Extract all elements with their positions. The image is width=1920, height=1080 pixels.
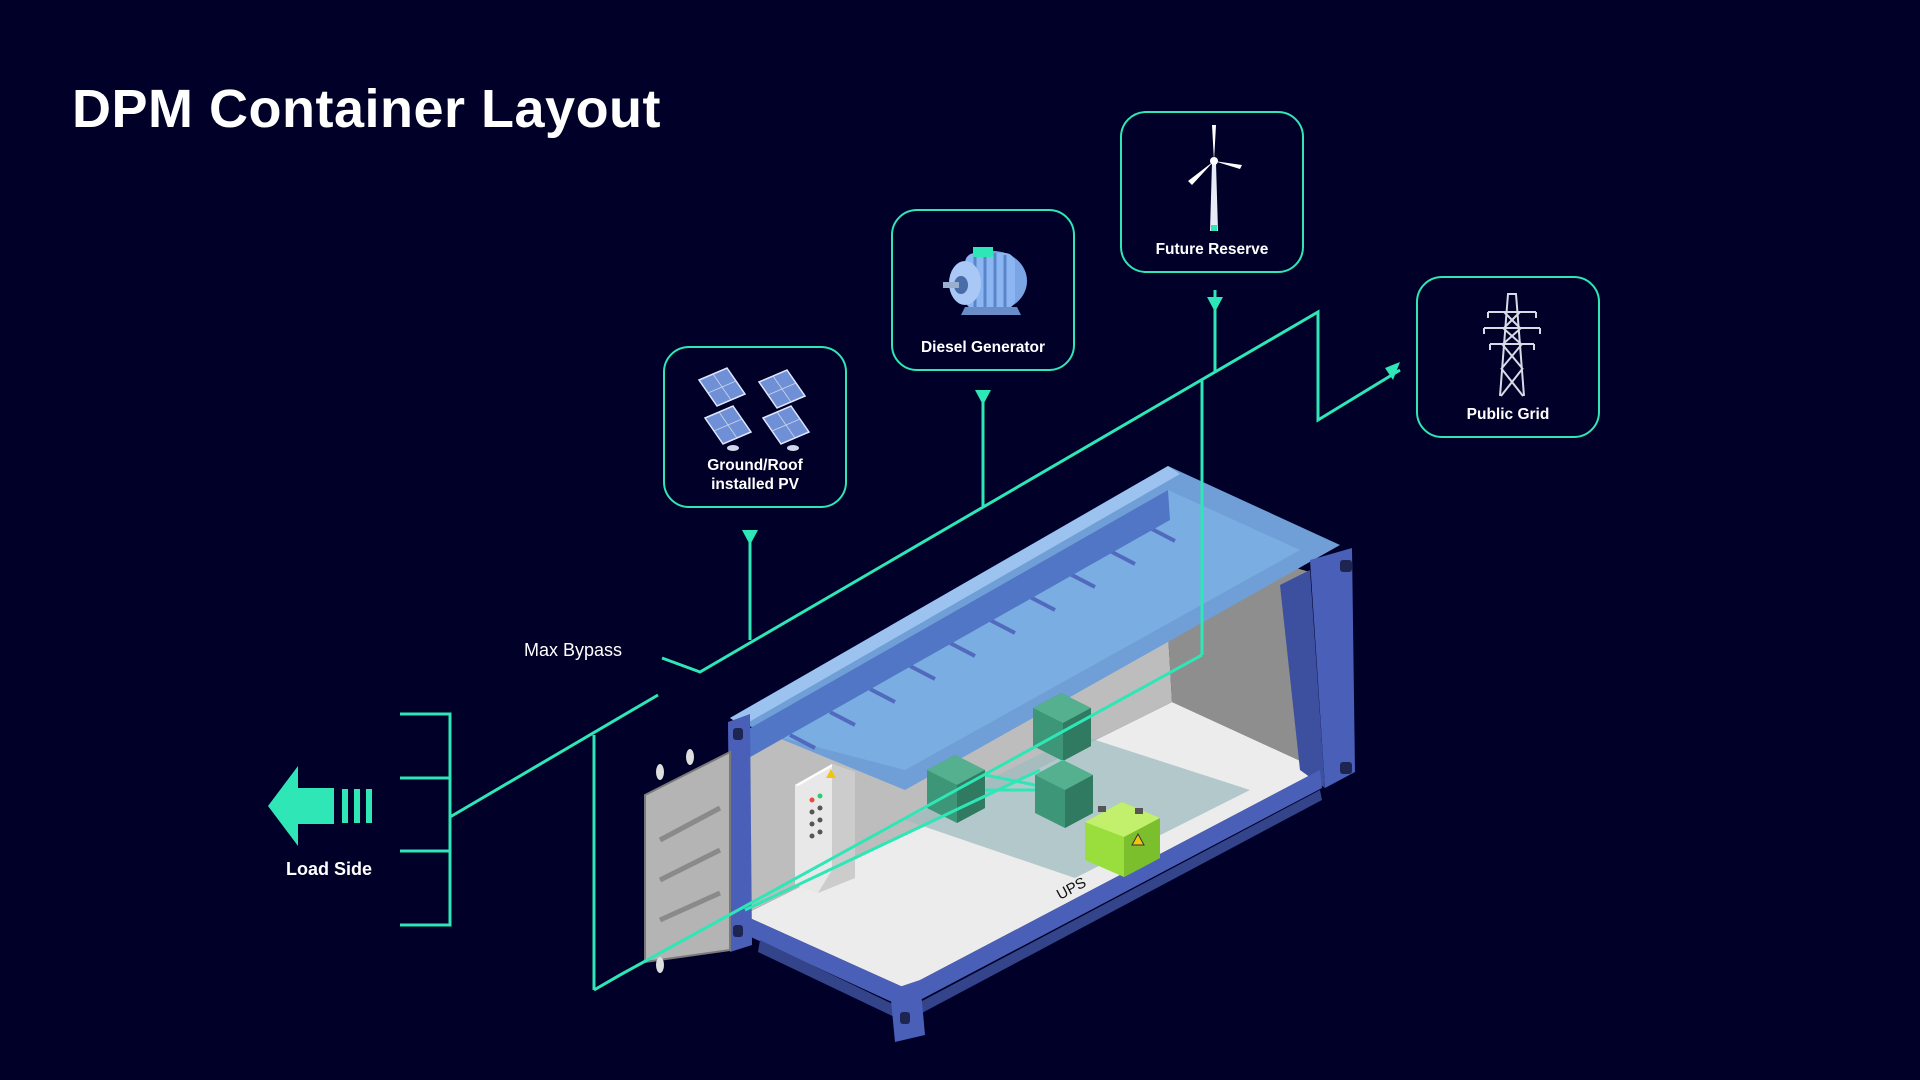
grid-label: Public Grid xyxy=(1466,406,1550,423)
power-module xyxy=(1035,760,1093,828)
power-module xyxy=(1033,693,1091,761)
wind-turbine-icon xyxy=(1188,125,1242,231)
ups-battery-icon xyxy=(1085,802,1160,877)
diesel-label: Diesel Generator xyxy=(920,339,1046,356)
connection-arrows xyxy=(742,297,1400,545)
source-box-pv: Ground/Roof installed PV xyxy=(663,346,847,508)
page-title: DPM Container Layout xyxy=(72,79,662,139)
load-side-arrow-icon xyxy=(268,766,372,846)
solar-panel-icon xyxy=(697,367,811,451)
source-box-future: Future Reserve xyxy=(1120,111,1304,273)
pv-label: Ground/Roof installed PV xyxy=(707,457,803,493)
future-label: Future Reserve xyxy=(1155,241,1269,258)
transmission-tower-icon xyxy=(1483,293,1541,397)
source-box-grid: Public Grid xyxy=(1416,276,1600,438)
load-side-label: Load Side xyxy=(286,859,373,879)
power-bus-lines xyxy=(400,290,1401,992)
shipping-container xyxy=(644,466,1355,1042)
source-box-diesel: Diesel Generator xyxy=(891,209,1075,371)
diesel-generator-icon xyxy=(943,247,1027,315)
max-bypass-label: Max Bypass xyxy=(524,640,623,660)
